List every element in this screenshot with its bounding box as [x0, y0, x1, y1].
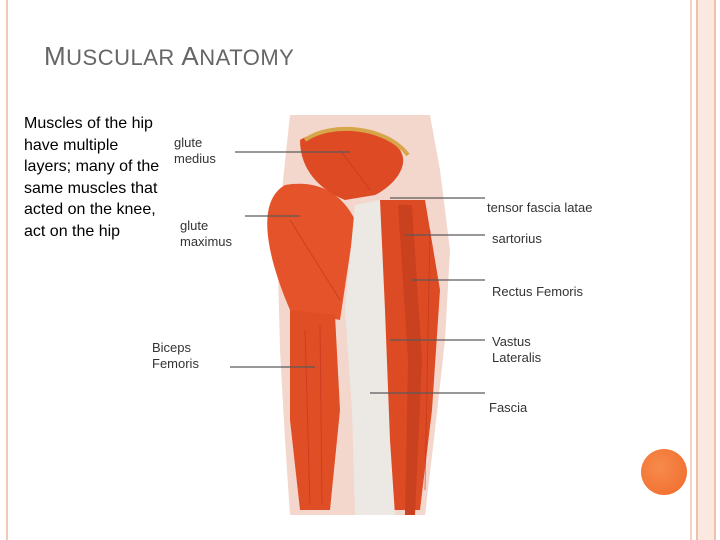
- title-part-1: USCULAR: [66, 45, 182, 70]
- slide-frame-left: [6, 0, 8, 540]
- label-vastus-lateralis-line2: Lateralis: [492, 350, 542, 365]
- label-fascia: Fascia: [489, 400, 528, 415]
- title-initial-2: A: [181, 41, 200, 71]
- glute-maximus-shape: [267, 183, 355, 320]
- label-biceps-femoris-line2: Femoris: [152, 356, 199, 371]
- muscle-fibres: [289, 149, 431, 506]
- label-rectus-femoris: Rectus Femoris: [492, 284, 584, 299]
- hip-muscle-illustration: [230, 115, 485, 515]
- slide-frame-right: [686, 0, 720, 540]
- title-part-2: NATOMY: [199, 45, 295, 70]
- rectus-femoris-strip: [398, 205, 422, 515]
- label-vastus-lateralis: Vastus Lateralis: [492, 334, 541, 366]
- biceps-femoris-shape: [290, 310, 340, 510]
- slide-title: MUSCULAR ANATOMY: [44, 41, 294, 72]
- label-vastus-lateralis-line1: Vastus: [492, 334, 531, 349]
- label-glute-maximus-line2: maximus: [180, 234, 233, 249]
- label-sartorius: sartorius: [492, 231, 542, 246]
- label-glute-maximus: glute maximus: [180, 218, 232, 250]
- label-glute-medius-line2: medius: [174, 151, 216, 166]
- decorative-orange-circle: [641, 449, 687, 495]
- label-biceps-femoris: Biceps Femoris: [152, 340, 199, 372]
- label-tensor-fascia-latae: tensor fascia latae: [487, 200, 593, 215]
- fascia-band: [345, 200, 395, 515]
- slide-body-text: Muscles of the hip have multiple layers;…: [24, 115, 160, 240]
- leader-lines: [230, 151, 485, 394]
- glute-medius-outline: [303, 126, 410, 157]
- label-glute-medius-line1: glute: [174, 135, 203, 150]
- label-glute-medius: glute medius: [174, 135, 216, 167]
- title-initial-1: M: [44, 41, 67, 71]
- label-biceps-femoris-line1: Biceps: [152, 340, 192, 355]
- label-glute-maximus-line1: glute: [180, 218, 209, 233]
